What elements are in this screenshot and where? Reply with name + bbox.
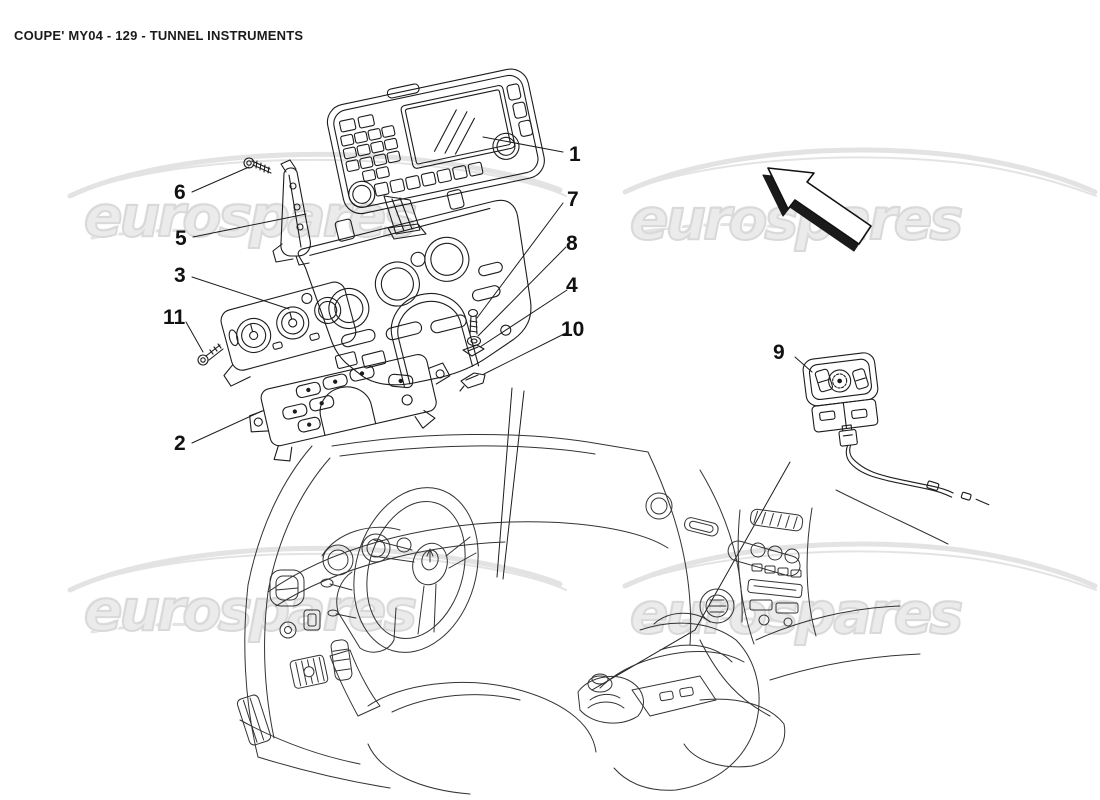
part-2-switch-bracket [249, 353, 451, 462]
page-title: COUPE' MY04 - 129 - TUNNEL INSTRUMENTS [14, 28, 304, 43]
part-label-8: 8 [566, 232, 578, 255]
part-label-7: 7 [567, 188, 579, 211]
trim-location-lines [496, 387, 525, 580]
part-3-climate-panel [220, 281, 357, 387]
part-label-6: 6 [174, 181, 186, 204]
part-9-window-switch [802, 352, 990, 506]
part-label-3: 3 [174, 264, 186, 287]
part-label-1: 1 [569, 143, 581, 166]
part-1-head-unit [326, 68, 545, 215]
part-4-tab [462, 344, 485, 357]
head-unit-support [383, 195, 427, 240]
car-interior-sketch [236, 433, 949, 795]
console-trim-bezel [297, 189, 532, 387]
part-label-4: 4 [566, 274, 578, 297]
part-label-10: 10 [561, 318, 584, 341]
watermark-text: eurospares [83, 577, 418, 645]
part-label-5: 5 [175, 227, 187, 250]
part-label-2: 2 [174, 432, 186, 455]
part-10-clip [459, 372, 486, 392]
switch-location-line [591, 461, 791, 691]
part-5-bracket [272, 159, 311, 266]
leader-lines [185, 136, 813, 444]
part-8-washer [466, 335, 482, 347]
part-11-screw [197, 343, 224, 366]
watermark-text: eurospares [83, 183, 418, 251]
watermark-text: eurospares [629, 580, 964, 648]
part-7-screw [467, 308, 479, 335]
part-label-9: 9 [773, 341, 785, 364]
part-label-11: 11 [163, 306, 186, 329]
direction-arrow-icon [762, 167, 872, 252]
part-6-screw [243, 157, 272, 174]
